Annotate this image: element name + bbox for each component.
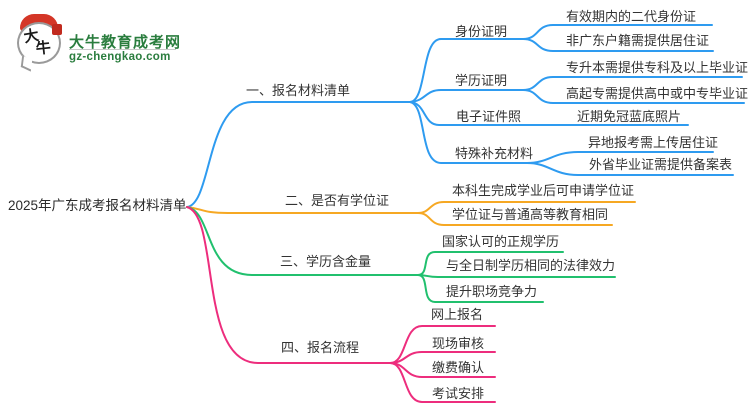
- leaf-blue-background-photo: 近期免冠蓝底照片: [577, 109, 682, 124]
- leaf-second-gen-id-card: 有效期内的二代身份证: [566, 9, 697, 24]
- leaf-college-diploma-required: 专升本需提供专科及以上毕业证: [566, 60, 749, 75]
- daniu-mascot-icon: 大 牛: [14, 14, 64, 72]
- site-logo: 大 牛 大牛教育成考网 gz-chengkao.com: [12, 12, 222, 72]
- node-special-materials: 特殊补充材料: [455, 146, 534, 161]
- leaf-outofprovince-record-form: 外省毕业证需提供备案表: [589, 157, 733, 172]
- leaf-payment-confirmation: 缴费确认: [432, 360, 485, 375]
- leaf-residence-permit-nonlocal: 非广东户籍需提供居住证: [566, 33, 710, 48]
- leaf-same-legal-effect: 与全日制学历相同的法律效力: [446, 258, 616, 273]
- leaf-online-registration: 网上报名: [431, 307, 484, 322]
- leaf-highschool-diploma-required: 高起专需提供高中或中专毕业证: [566, 86, 749, 101]
- leaf-degree-same-as-regular: 学位证与普通高等教育相同: [452, 207, 609, 222]
- red-seal-shape: [52, 24, 62, 35]
- node-education-proof: 学历证明: [455, 73, 508, 88]
- leaf-remote-residence-permit: 异地报考需上传居住证: [588, 135, 719, 150]
- branch-4-label: 四、报名流程: [281, 340, 360, 355]
- branch-1-label: 一、报名材料清单: [246, 83, 351, 98]
- mascot-char-2: 牛: [35, 40, 52, 58]
- node-identity-proof: 身份证明: [455, 24, 508, 39]
- leaf-career-competitiveness: 提升职场竞争力: [446, 284, 538, 299]
- brand-domain: gz-chengkao.com: [69, 51, 171, 63]
- mindmap-root-label: 2025年广东成考报名材料清单: [8, 198, 187, 213]
- leaf-bachelor-degree-apply: 本科生完成学业后可申请学位证: [452, 183, 635, 198]
- branch-3-label: 三、学历含金量: [280, 254, 372, 269]
- node-id-photo: 电子证件照: [456, 109, 522, 124]
- brand-divider: [69, 49, 176, 50]
- brand-title: 大牛教育成考网: [69, 34, 182, 51]
- branch-2-label: 二、是否有学位证: [285, 193, 390, 208]
- leaf-onsite-review: 现场审核: [432, 336, 485, 351]
- leaf-exam-arrangement: 考试安排: [432, 386, 485, 401]
- leaf-state-recognized: 国家认可的正规学历: [442, 234, 560, 249]
